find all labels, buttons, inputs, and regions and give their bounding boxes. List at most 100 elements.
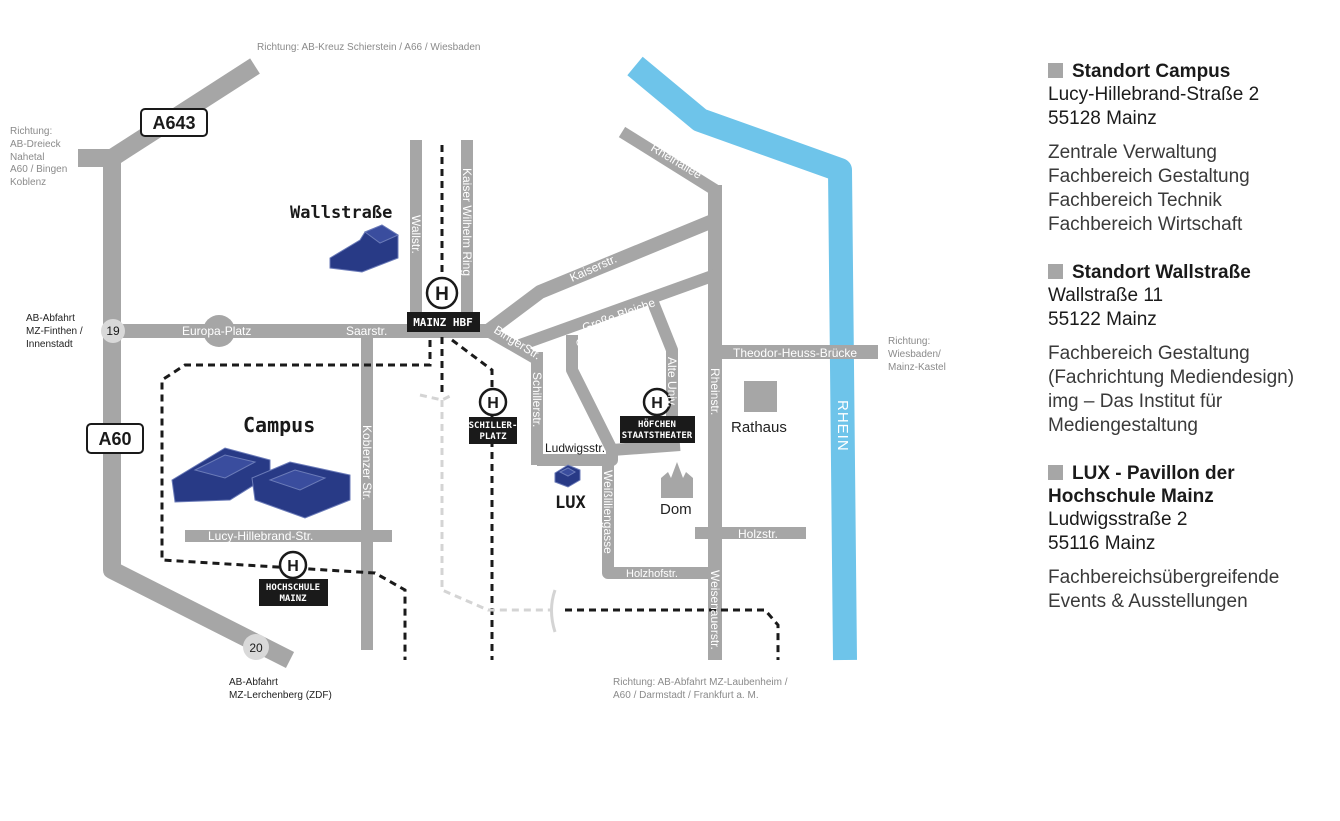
place-dom: Dom <box>660 501 692 518</box>
exit-19-marker: 19 <box>101 319 125 343</box>
svg-text:19: 19 <box>106 324 120 338</box>
label-holzhofstr: Holzhofstr. <box>626 568 678 580</box>
svg-text:Richtung: AB-Abfahrt MZ-Lauben: Richtung: AB-Abfahrt MZ-Laubenheim / <box>613 677 788 688</box>
location-legend: Standort Campus Lucy-Hillebrand-Straße 2… <box>1048 60 1338 638</box>
label-kaiser-wilhelm-ring: Kaiser Wilhelm Ring <box>460 168 474 276</box>
tram-line-south-east <box>565 608 780 660</box>
tram-line-light-south <box>419 393 552 612</box>
road-bingerstr <box>485 325 538 364</box>
europa-platz-circle <box>203 315 235 347</box>
svg-text:A60 / Darmstadt / Frankfurt a.: A60 / Darmstadt / Frankfurt a. M. <box>613 690 759 701</box>
svg-text:A60: A60 <box>98 429 131 449</box>
label-wallstr: Wallstr. <box>409 215 423 254</box>
direction-bottom: Richtung: AB-Abfahrt MZ-Laubenheim / A60… <box>613 677 788 701</box>
exit-finthen-label: AB-Abfahrt MZ-Finthen / Innenstadt <box>26 313 83 350</box>
shield-a60: A60 <box>86 423 144 454</box>
svg-text:Richtung:: Richtung: <box>888 336 930 347</box>
svg-text:SCHILLER-: SCHILLER- <box>469 421 518 431</box>
place-rathaus: Rathaus <box>731 419 787 436</box>
svg-text:Wiesbaden/: Wiesbaden/ <box>888 349 941 360</box>
road-rheinallee <box>618 126 719 196</box>
svg-text:A643: A643 <box>152 113 195 133</box>
svg-text:Mainz-Kastel: Mainz-Kastel <box>888 362 946 373</box>
shield-a643: A643 <box>140 108 208 137</box>
legend-lux-desc: Fachbereichsübergreifende Events & Ausst… <box>1048 567 1280 612</box>
label-europa-platz: Europa-Platz <box>182 324 251 338</box>
svg-text:MZ-Finthen /: MZ-Finthen / <box>26 326 83 337</box>
svg-text:AB-Abfahrt: AB-Abfahrt <box>229 677 278 688</box>
building-rathaus <box>744 381 777 412</box>
road-weissliliengasse <box>602 455 715 579</box>
label-theodor-heuss: Theodor-Heuss-Brücke <box>733 346 857 360</box>
svg-text:MAINZ HBF: MAINZ HBF <box>413 316 473 329</box>
road-gr-langgasse <box>566 335 618 453</box>
legend-wallstrasse: Standort Wallstraße Wallstraße 11 55122 … <box>1048 261 1338 438</box>
station-mainz-hbf: H MAINZ HBF <box>407 276 480 332</box>
building-campus <box>171 447 351 519</box>
label-weisenauerstr: Weisenauerstr. <box>708 570 722 650</box>
svg-text:MZ-Lerchenberg (ZDF): MZ-Lerchenberg (ZDF) <box>229 690 332 701</box>
legend-lux-street: Ludwigsstraße 2 <box>1048 509 1188 530</box>
svg-text:H: H <box>651 395 663 412</box>
station-hoefchen: H HÖFCHEN STAATSTHEATER <box>620 387 695 443</box>
direction-top: Richtung: AB-Kreuz Schierstein / A66 / W… <box>257 42 480 53</box>
label-lucy-hillebrand: Lucy-Hillebrand-Str. <box>208 529 313 543</box>
svg-text:Nahetal: Nahetal <box>10 152 44 163</box>
svg-text:Koblenz: Koblenz <box>10 177 46 188</box>
label-rheinallee: Rheinallee <box>648 141 704 182</box>
legend-wallstrasse-street: Wallstraße 11 <box>1048 285 1164 306</box>
river-label: RHEIN <box>834 400 851 452</box>
road-a60 <box>103 158 295 669</box>
tram-line-campus-loop <box>160 340 432 660</box>
svg-text:AB-Abfahrt: AB-Abfahrt <box>26 313 75 324</box>
place-campus: Campus <box>243 413 315 437</box>
legend-square-icon <box>1048 264 1063 279</box>
svg-text:AB-Dreieck: AB-Dreieck <box>10 139 62 150</box>
building-lux <box>554 464 581 488</box>
legend-campus-desc: Zentrale Verwaltung Fachbereich Gestaltu… <box>1048 142 1250 235</box>
place-wallstrasse: Wallstraße <box>290 203 392 223</box>
legend-lux-title-2: Hochschule Mainz <box>1048 486 1214 507</box>
exit-20-marker: 20 <box>243 634 269 660</box>
svg-text:Innenstadt: Innenstadt <box>26 339 73 350</box>
legend-campus: Standort Campus Lucy-Hillebrand-Straße 2… <box>1048 60 1338 237</box>
exit-lerchenberg-label: AB-Abfahrt MZ-Lerchenberg (ZDF) <box>229 677 332 701</box>
label-weissliliengasse: Weißliliengasse <box>601 470 615 554</box>
legend-wallstrasse-city: 55122 Mainz <box>1048 309 1157 330</box>
svg-text:H: H <box>287 558 299 575</box>
building-dom <box>661 462 693 498</box>
label-rheinstr: Rheinstr. <box>708 368 722 415</box>
station-hochschule-mainz: H HOCHSCHULE MAINZ <box>259 550 328 606</box>
road-kaiserstr <box>483 213 718 337</box>
svg-text:Richtung:: Richtung: <box>10 126 52 137</box>
svg-text:H: H <box>435 284 449 305</box>
legend-lux-title-1: LUX - Pavillon der <box>1072 463 1235 484</box>
svg-text:STAATSTHEATER: STAATSTHEATER <box>622 431 693 441</box>
legend-lux-city: 55116 Mainz <box>1048 533 1156 554</box>
direction-left: Richtung: AB-Dreieck Nahetal A60 / Binge… <box>10 126 67 188</box>
building-wallstrasse <box>329 224 400 273</box>
label-holzstr: Holzstr. <box>738 527 778 541</box>
station-schillerplatz: H SCHILLER- PLATZ <box>469 387 518 444</box>
legend-square-icon <box>1048 63 1063 78</box>
svg-text:HÖFCHEN: HÖFCHEN <box>638 419 676 430</box>
label-saarstr: Saarstr. <box>346 324 387 338</box>
svg-text:HOCHSCHULE: HOCHSCHULE <box>266 583 320 593</box>
road-grosse-bleiche <box>517 269 718 351</box>
legend-wallstrasse-desc: Fachbereich Gestaltung (Fachrichtung Med… <box>1048 343 1295 436</box>
tram-line-schillerplatz <box>451 338 494 660</box>
direction-right: Richtung: Wiesbaden/ Mainz-Kastel <box>888 336 946 373</box>
legend-campus-street: Lucy-Hillebrand-Straße 2 <box>1048 84 1260 105</box>
svg-text:20: 20 <box>249 641 263 655</box>
svg-text:H: H <box>487 395 499 412</box>
label-ludwigsstr: Ludwigsstr. <box>545 441 605 455</box>
place-lux: LUX <box>555 493 586 513</box>
label-koblenzer-str: Koblenzer Str. <box>360 425 374 500</box>
river-rhein <box>627 56 857 661</box>
city-map: RHEIN <box>10 42 946 701</box>
tunnel-mark <box>550 589 557 633</box>
label-alte-univ: Alte Univ. <box>665 357 679 407</box>
legend-campus-title: Standort Campus <box>1072 61 1231 82</box>
svg-text:A60 / Bingen: A60 / Bingen <box>10 164 67 175</box>
label-schillerstr: Schillerstr. <box>530 372 544 427</box>
